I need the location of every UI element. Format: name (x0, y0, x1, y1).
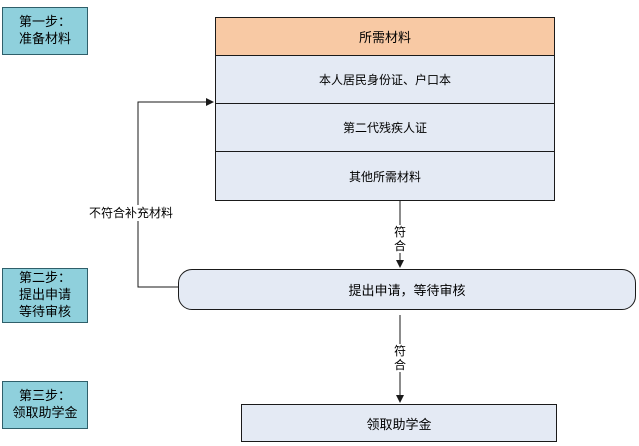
step-1-label: 第一步： 准备材料 (2, 7, 88, 55)
step-2-line3: 等待审核 (18, 305, 71, 320)
step-3-line2: 领取助学金 (12, 406, 78, 421)
step-1-line2: 准备材料 (18, 32, 71, 47)
step-2-line1: 第二步： (18, 271, 71, 286)
step-2-line2: 提出申请 (18, 288, 71, 303)
step-3-label: 第三步： 领取助学金 (2, 381, 88, 429)
material-item-id-card: 本人居民身份证、户口本 (216, 56, 554, 104)
apply-process-box: 提出申请，等待审核 (178, 269, 636, 310)
material-item-other: 其他所需材料 (348, 169, 421, 184)
edge-label-pass-1: 符合 (391, 225, 409, 253)
step-2-label: 第二步： 提出申请 等待审核 (2, 268, 88, 323)
receive-grant-box: 领取助学金 (241, 404, 557, 442)
step-1-line1: 第一步： (18, 15, 71, 30)
material-item-disability-card: 第二代残疾人证 (216, 104, 554, 152)
materials-table: 所需材料 本人居民身份证、户口本 第二代残疾人证 其他所需材料 (215, 17, 555, 201)
edge-label-pass-2: 符合 (391, 344, 409, 372)
materials-header: 所需材料 (216, 18, 554, 56)
step-3-line1: 第三步： (18, 389, 71, 404)
arrow-fail-feedback (137, 98, 214, 288)
edge-label-fail: 不符合补充材料 (88, 205, 175, 221)
